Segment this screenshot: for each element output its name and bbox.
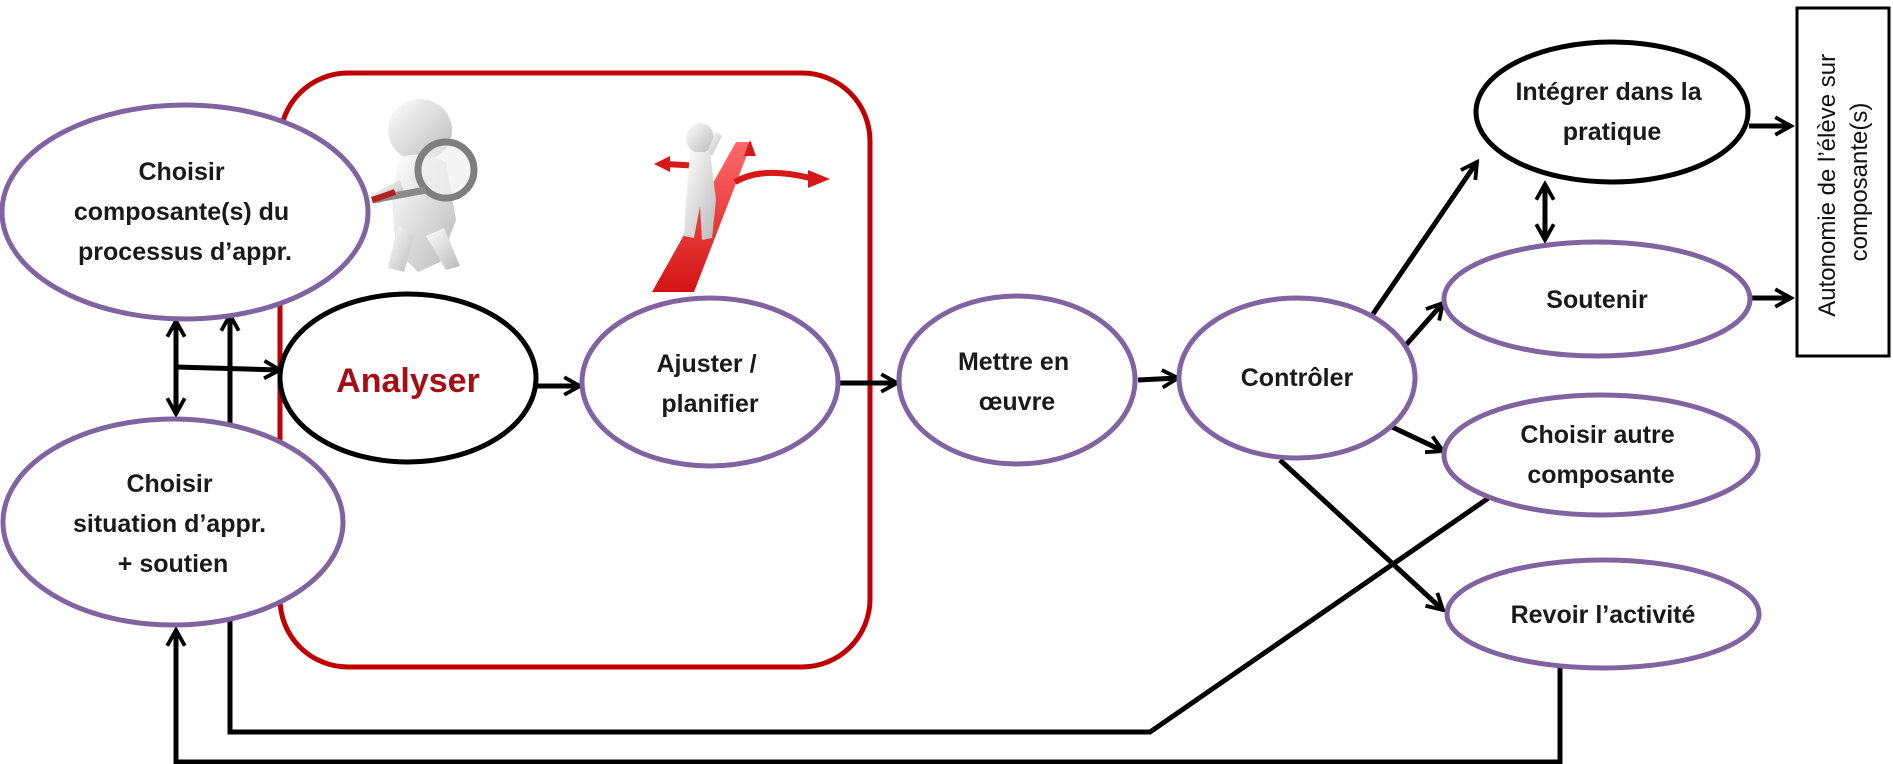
mettre-line-2: œuvre bbox=[979, 388, 1056, 416]
svg-text:Ajuster / planifier: Ajuster / planifier bbox=[657, 350, 764, 418]
crossroads-figure-icon bbox=[652, 123, 830, 292]
magnifier-figure-icon bbox=[371, 99, 478, 272]
ajuster-line-2: planifier bbox=[661, 390, 759, 418]
side-box-autonomie: Autonomie de l’élève sur composante(s) bbox=[1795, 6, 1891, 358]
node-choisir-autre: Choisir autre composante bbox=[1441, 392, 1761, 518]
choisir-situation-line-3: + soutien bbox=[118, 550, 228, 578]
node-controler: Contrôler bbox=[1176, 295, 1418, 461]
svg-text:Mettre en œuvre: Mettre en œuvre bbox=[958, 348, 1076, 416]
node-ajuster: Ajuster / planifier bbox=[579, 295, 841, 469]
choisir-composante-line-2: composante(s) du bbox=[74, 198, 289, 226]
svg-text:Choisir composante(s) du: Choisir composante(s) du processus d’app… bbox=[74, 158, 296, 266]
svg-text:Intégrer dans la pratiqu: Intégrer dans la pratique bbox=[1515, 78, 1708, 146]
node-mettre: Mettre en œuvre bbox=[896, 293, 1138, 467]
side-box-line-2: composante(s) bbox=[1846, 103, 1873, 262]
svg-text:Choisir situation d’appr: Choisir situation d’appr. + soutien bbox=[73, 470, 273, 578]
ajuster-line-1: Ajuster / bbox=[657, 350, 757, 378]
choisir-autre-line-1: Choisir autre bbox=[1520, 421, 1674, 449]
choisir-situation-line-1: Choisir bbox=[126, 470, 212, 498]
node-integrer: Intégrer dans la pratique bbox=[1473, 39, 1751, 185]
choisir-autre-line-2: composante bbox=[1527, 461, 1674, 489]
revoir-label: Revoir l’activité bbox=[1511, 601, 1696, 629]
integrer-line-1: Intégrer dans la bbox=[1515, 78, 1702, 106]
svg-text:Autonomie de l’élève sur: Autonomie de l’élève sur composante(s) bbox=[1814, 47, 1873, 317]
analyser-label: Analyser bbox=[336, 362, 480, 400]
svg-text:Choisir autre composante: Choisir autre composante bbox=[1520, 421, 1681, 489]
mettre-line-1: Mettre en bbox=[958, 348, 1069, 376]
node-choisir-composante: Choisir composante(s) du processus d’app… bbox=[0, 102, 371, 322]
choisir-composante-line-3: processus d’appr. bbox=[78, 238, 292, 266]
choisir-situation-line-2: situation d’appr. bbox=[73, 510, 266, 538]
controler-label: Contrôler bbox=[1241, 364, 1354, 392]
choisir-composante-line-1: Choisir bbox=[138, 158, 224, 186]
side-box-line-1: Autonomie de l’élève sur bbox=[1814, 54, 1841, 317]
node-revoir: Revoir l’activité bbox=[1444, 557, 1762, 671]
integrer-line-2: pratique bbox=[1563, 118, 1662, 146]
soutenir-label: Soutenir bbox=[1546, 286, 1648, 314]
node-choisir-situation: Choisir situation d’appr. + soutien bbox=[0, 416, 346, 628]
node-analyser: Analyser bbox=[277, 291, 539, 465]
node-soutenir: Soutenir bbox=[1441, 239, 1753, 359]
